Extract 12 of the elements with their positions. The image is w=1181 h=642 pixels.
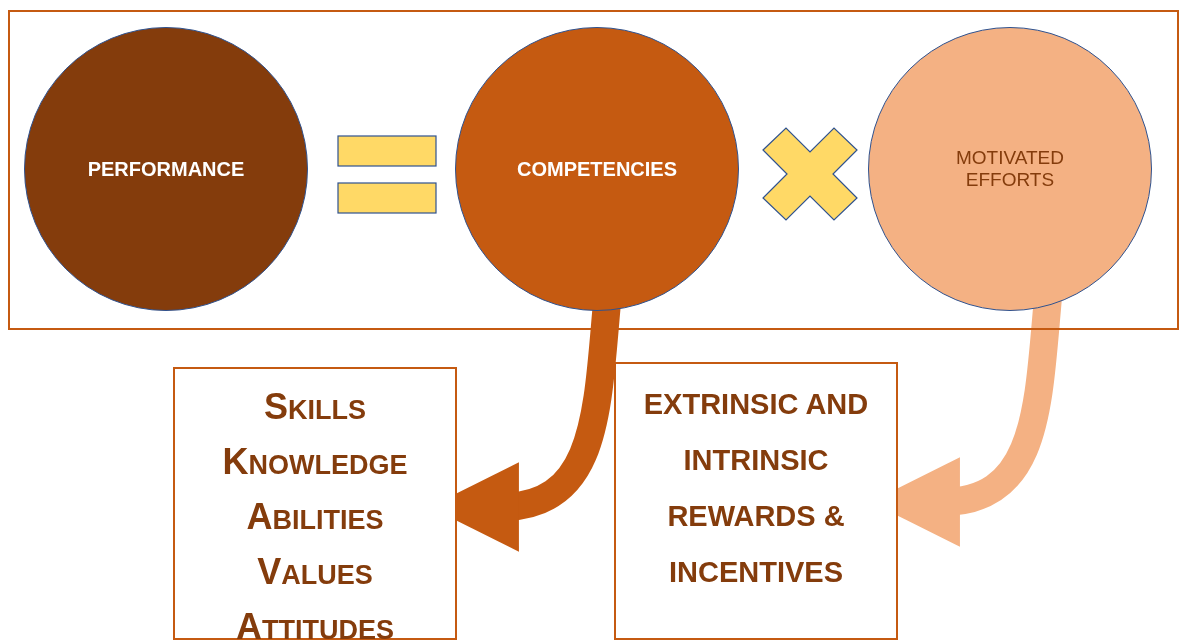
text-box bbox=[614, 362, 898, 640]
circle-label: MOTIVATED EFFORTS bbox=[955, 147, 1065, 191]
box-text: VALUES bbox=[257, 550, 373, 594]
box-text: KNOWLEDGE bbox=[222, 440, 408, 484]
text-box bbox=[173, 367, 457, 640]
box-text: EXTRINSIC AND INTRINSIC REWARDS & INCENTIVES bbox=[642, 387, 870, 590]
outer-frame bbox=[8, 10, 1179, 330]
box-text: ABILITIES bbox=[246, 495, 384, 539]
circle-label: COMPETENCIES bbox=[517, 157, 677, 181]
circle-label: PERFORMANCE bbox=[87, 157, 245, 181]
box-text: ATTITUDES bbox=[236, 605, 394, 642]
box-text: SKILLS bbox=[264, 385, 366, 429]
